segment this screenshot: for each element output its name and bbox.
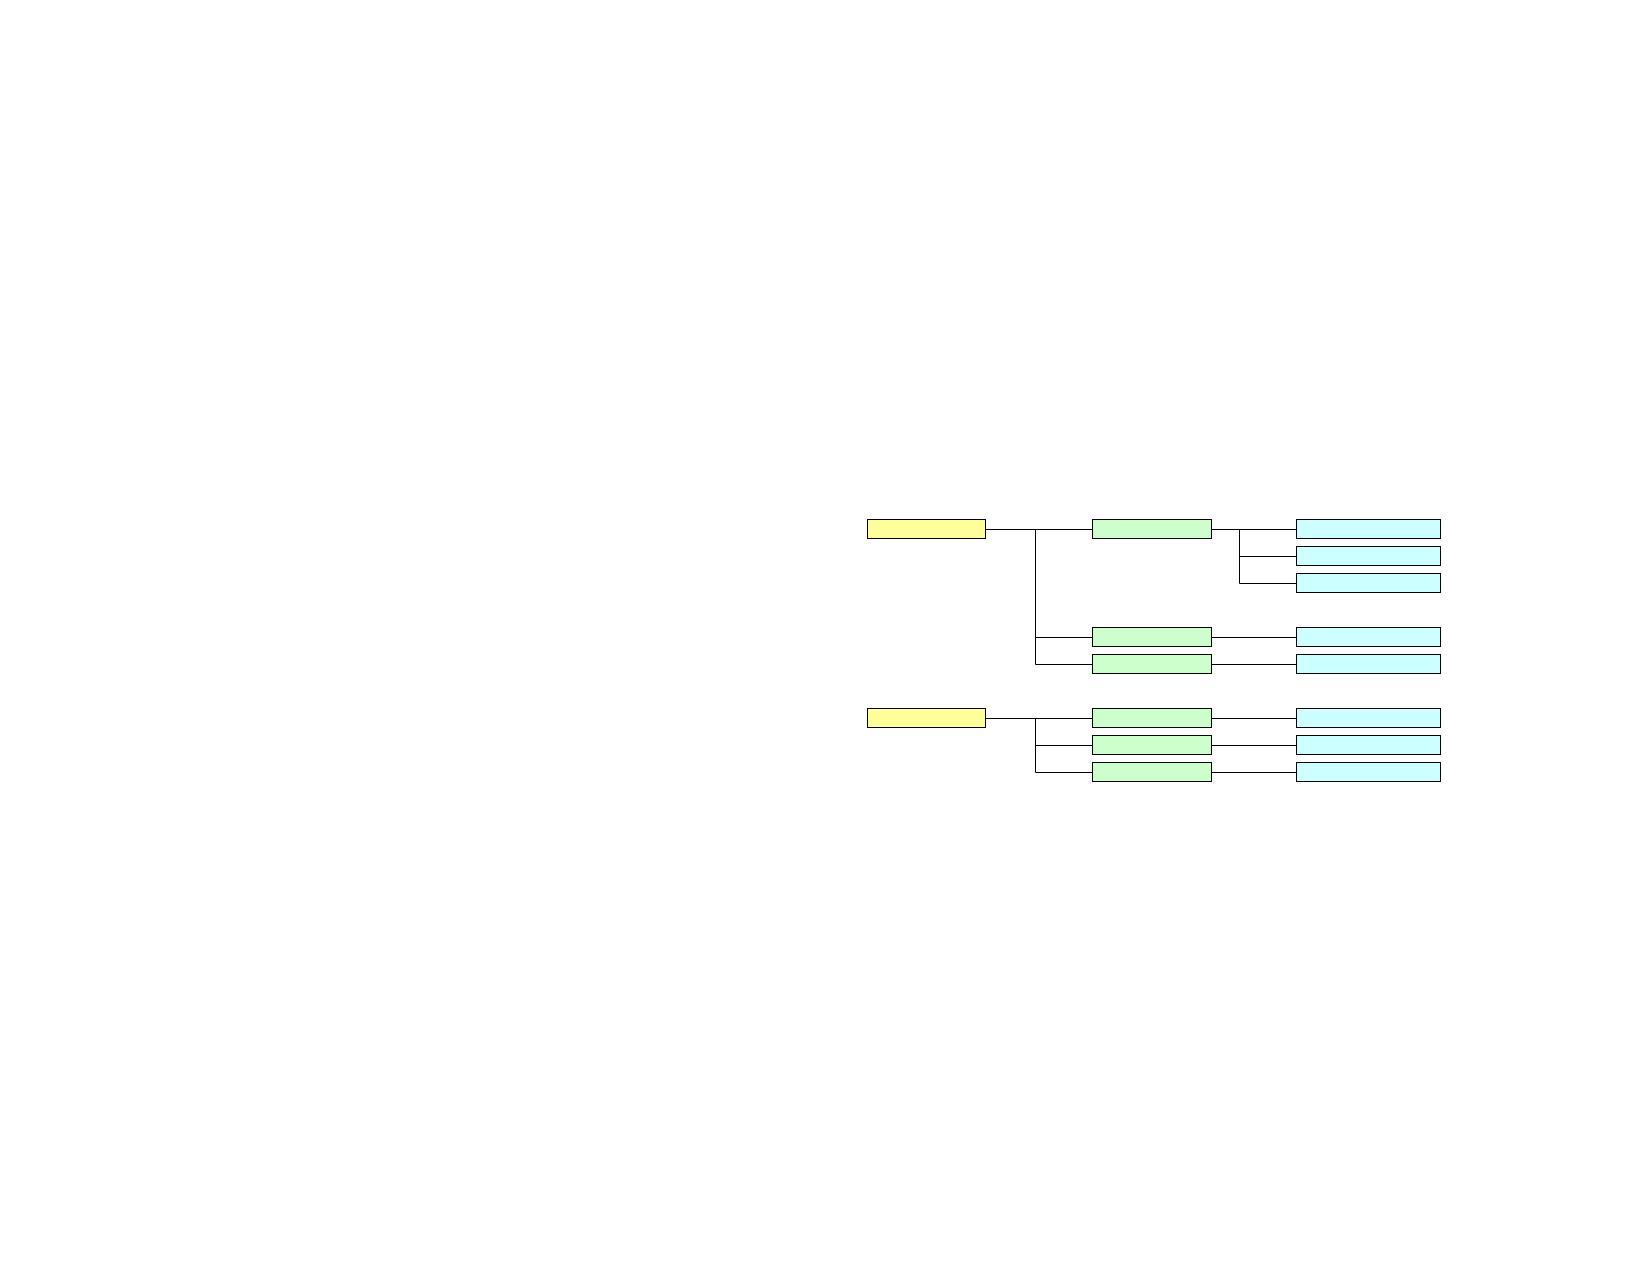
branch-node-1-3-box <box>1092 654 1212 674</box>
leaf-node-1-3-1 <box>1296 654 1441 674</box>
node-layer <box>867 519 1441 782</box>
branch-node-2-1-box <box>1092 708 1212 728</box>
root-node-2 <box>867 708 986 728</box>
branch-node-2-3-box <box>1092 762 1212 782</box>
leaf-node-2-2-1-box <box>1296 735 1441 755</box>
leaf-node-1-1-1 <box>1296 519 1441 539</box>
leaf-node-1-1-3-box <box>1296 573 1441 593</box>
leaf-node-2-3-1-box <box>1296 762 1441 782</box>
root-node-1 <box>867 519 986 539</box>
branch-node-2-2-box <box>1092 735 1212 755</box>
leaf-node-1-1-2-box <box>1296 546 1441 566</box>
branch-node-1-3 <box>1092 654 1212 674</box>
branch-node-1-1 <box>1092 519 1212 539</box>
root-node-2-box <box>867 708 986 728</box>
connector-layer <box>985 529 1297 773</box>
leaf-node-2-1-1 <box>1296 708 1441 728</box>
branch-node-2-1 <box>1092 708 1212 728</box>
leaf-node-2-3-1 <box>1296 762 1441 782</box>
root-node-1-box <box>867 519 986 539</box>
leaf-node-1-3-1-box <box>1296 654 1441 674</box>
leaf-node-1-1-3 <box>1296 573 1441 593</box>
branch-node-2-2 <box>1092 735 1212 755</box>
branch-node-1-2 <box>1092 627 1212 647</box>
leaf-node-2-2-1 <box>1296 735 1441 755</box>
leaf-node-1-1-2 <box>1296 546 1441 566</box>
branch-node-1-1-box <box>1092 519 1212 539</box>
leaf-node-1-2-1-box <box>1296 627 1441 647</box>
leaf-node-1-2-1 <box>1296 627 1441 647</box>
branch-node-2-3 <box>1092 762 1212 782</box>
leaf-node-2-1-1-box <box>1296 708 1441 728</box>
branch-node-1-2-box <box>1092 627 1212 647</box>
leaf-node-1-1-1-box <box>1296 519 1441 539</box>
